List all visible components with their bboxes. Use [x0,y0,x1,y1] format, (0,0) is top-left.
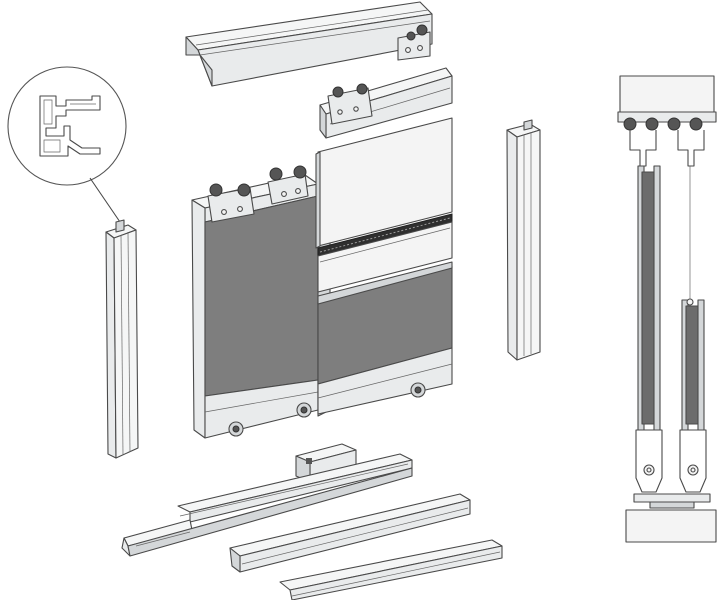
section-view [617,75,717,543]
bottom-track-upper [121,453,413,557]
top-track [185,1,433,87]
side-profile-left [105,219,139,459]
door-panel-assembled [191,165,319,439]
profile-detail-callout [7,66,127,223]
door-panel-exploded [315,117,453,417]
profile-section-icon [39,95,101,157]
bottom-track-lower [229,493,503,600]
side-profile-right [506,119,541,361]
top-roller-bracket [319,67,453,139]
